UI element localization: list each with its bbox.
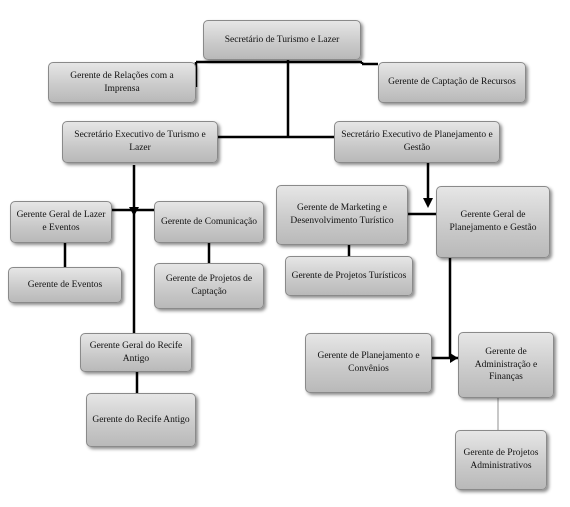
node-exec-turismo-lazer: Secretário Executivo de Turismo e Lazer bbox=[62, 121, 218, 163]
node-projetos-administrativos: Gerente de Projetos Administrativos bbox=[455, 430, 547, 490]
node-label: Gerente de Projetos Administrativos bbox=[463, 448, 539, 471]
arrow-head bbox=[423, 198, 433, 208]
node-secretario: Secretário de Turismo e Lazer bbox=[203, 20, 361, 60]
node-label: Gerente Geral de Planejamento e Gestão bbox=[449, 210, 537, 233]
node-label: Gerente de Projetos Turísticos bbox=[291, 270, 407, 281]
node-lazer-eventos: Gerente Geral de Lazer e Eventos bbox=[10, 201, 112, 243]
node-label: Gerente de Comunicação bbox=[160, 216, 257, 227]
node-label: Gerente de Relações com a Imprensa bbox=[70, 70, 174, 94]
node-projetos-turisticos: Gerente de Projetos Turísticos bbox=[285, 256, 413, 296]
node-recife-antigo-geral: Gerente Geral do Recife Antigo bbox=[80, 333, 192, 372]
node-planejamento-gestao: Gerente Geral de Planejamento e Gestão bbox=[436, 186, 550, 258]
node-exec-planejamento-gestao: Secretário Executivo de Planejamento e G… bbox=[334, 121, 500, 163]
node-projetos-captacao: Gerente de Projetos de Captação bbox=[154, 263, 264, 309]
arrow-head bbox=[450, 353, 458, 363]
node-eventos: Gerente de Eventos bbox=[8, 267, 122, 303]
node-label: Gerente de Captação de Recursos bbox=[388, 77, 516, 88]
node-planejamento-convenios: Gerente de Planejamento e Convênios bbox=[305, 333, 432, 393]
node-captacao-recursos: Gerente de Captação de Recursos bbox=[378, 62, 526, 103]
node-label: Gerente Geral de Lazer e Eventos bbox=[16, 210, 106, 233]
node-label: Secretário Executivo de Planejamento e G… bbox=[341, 130, 493, 153]
node-label: Secretário de Turismo e Lazer bbox=[224, 34, 340, 45]
node-label: Secretário Executivo de Turismo e Lazer bbox=[74, 130, 206, 153]
node-label: Gerente do Recife Antigo bbox=[92, 414, 190, 425]
node-relacoes-imprensa: Gerente de Relações com a Imprensa bbox=[48, 62, 196, 103]
node-label: Gerente de Projetos de Captação bbox=[165, 274, 253, 297]
node-label: Gerente Geral do Recife Antigo bbox=[89, 340, 183, 364]
node-recife-antigo: Gerente do Recife Antigo bbox=[86, 393, 196, 447]
node-label: Gerente de Administração e Finanças bbox=[474, 346, 538, 383]
node-administracao-financas: Gerente de Administração e Finanças bbox=[458, 332, 554, 398]
arrow-head bbox=[129, 207, 139, 216]
node-label: Gerente de Planejamento e Convênios bbox=[317, 351, 420, 374]
node-label: Gerente de Eventos bbox=[27, 279, 103, 290]
node-comunicacao: Gerente de Comunicação bbox=[154, 201, 264, 243]
node-marketing: Gerente de Marketing e Desenvolvimento T… bbox=[276, 185, 408, 245]
node-label: Gerente de Marketing e Desenvolvimento T… bbox=[290, 203, 394, 226]
